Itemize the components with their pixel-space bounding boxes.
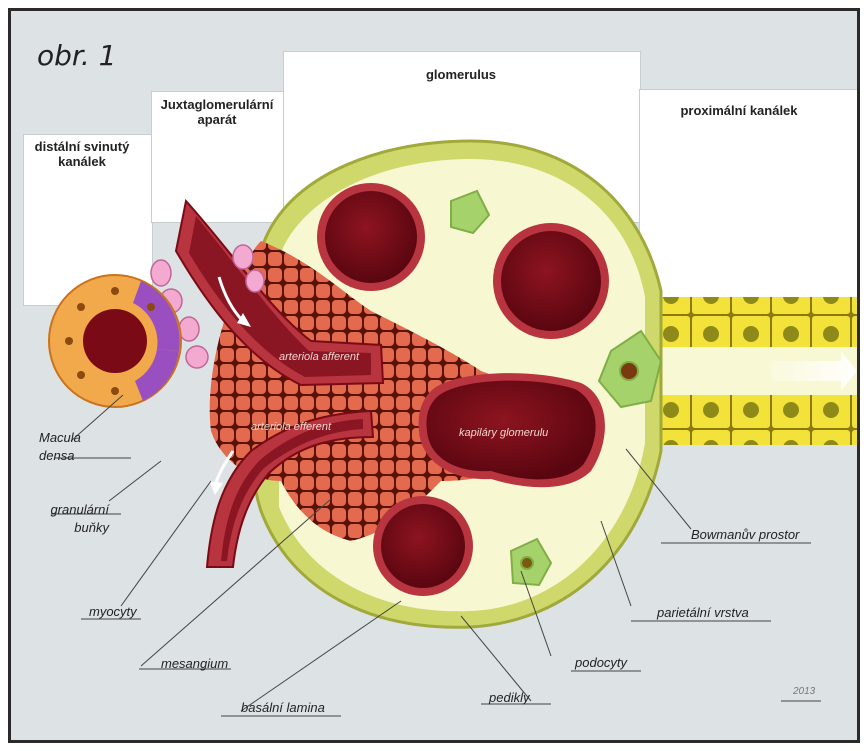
label-bowman-space: Bowmanův prostor — [691, 526, 799, 544]
label-macula-densa: Macula densa — [39, 429, 91, 465]
label-myocytes: myocyty — [89, 603, 137, 621]
label-podocytes: podocyty — [575, 654, 627, 672]
label-granular-cells: granulární buňky — [35, 501, 109, 537]
distal-tubule — [49, 275, 181, 407]
glomerulus-illustration — [11, 11, 857, 740]
label-pedicles: pedikly — [489, 689, 529, 707]
label-parietal-layer: parietální vrstva — [657, 604, 749, 622]
label-arteriola-efferent: arteriola efferent — [251, 421, 331, 433]
label-basal-lamina: basální lamina — [241, 699, 325, 717]
proximal-tubule — [651, 297, 857, 445]
artist-signature: 2013 — [793, 683, 815, 701]
flow-arrow-efferent-icon — [209, 481, 223, 495]
label-kapilary-glomerulu: kapiláry glomerulu — [459, 427, 548, 439]
label-arteriola-afferent: arteriola afferent — [279, 351, 359, 363]
label-mesangium: mesangium — [161, 655, 228, 673]
figure-frame: obr. 1 distální svinutý kanálek Juxtaglo… — [8, 8, 860, 743]
